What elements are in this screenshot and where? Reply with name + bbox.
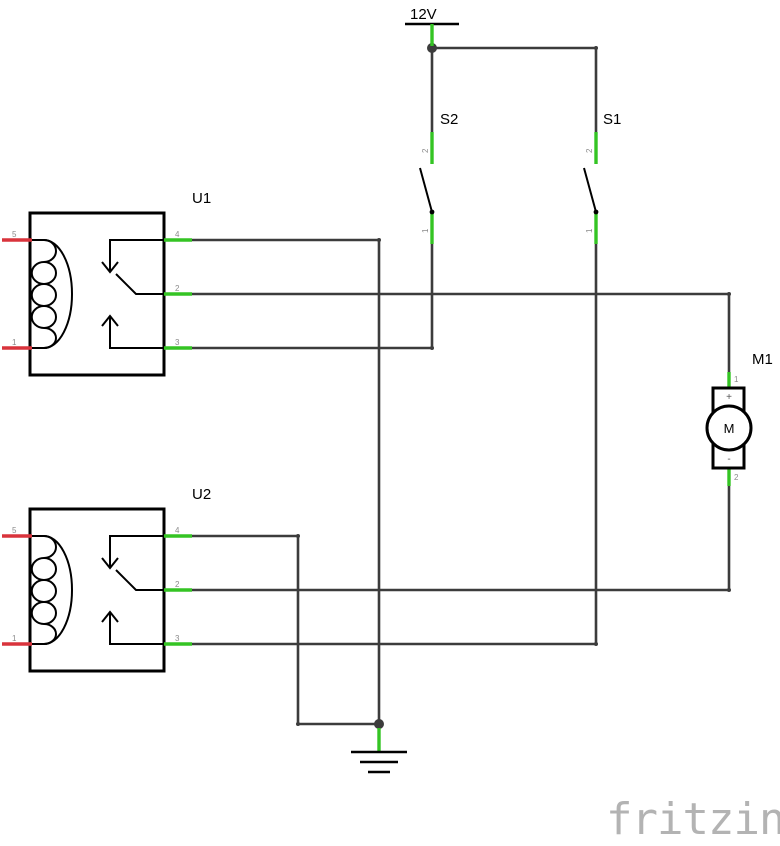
relay-u1-label: U1 — [192, 190, 211, 207]
junctions — [296, 43, 731, 729]
switch-s2-pin1-number: 1 — [421, 228, 430, 233]
junction-corner — [296, 534, 300, 538]
junction-corner — [727, 292, 731, 296]
relay-u2-pin3-number: 3 — [175, 634, 180, 643]
junction-corner — [594, 46, 598, 50]
power-supply-12v[interactable]: 12V — [405, 6, 459, 46]
switch-s2-label: S2 — [440, 111, 458, 128]
relay-u2[interactable]: U2 5 1 4 2 3 — [2, 486, 211, 673]
relay-u1-coil-icon — [30, 239, 73, 349]
junction-corner — [430, 346, 434, 350]
relay-u2-coil-icon — [30, 535, 73, 645]
wires — [188, 46, 731, 732]
switch-s2[interactable]: S2 2 1 — [419, 111, 458, 244]
motor-m1-rotor — [705, 404, 753, 452]
junction-corner — [594, 642, 598, 646]
relay-u2-pin1-number: 1 — [12, 634, 17, 643]
junction-corner — [727, 588, 731, 592]
switch-s1-pin1-number: 1 — [585, 228, 594, 233]
relay-u1-pin1-number: 1 — [12, 338, 17, 347]
junction-corner — [296, 722, 300, 726]
fritzing-logo: fritzing — [606, 794, 780, 845]
switch-s2-pin2-number: 2 — [421, 148, 430, 153]
relay-u2-label: U2 — [192, 486, 211, 503]
relay-u1[interactable]: U1 5 1 4 2 3 — [2, 190, 211, 377]
relay-u2-contacts-icon — [101, 535, 164, 645]
switch-s1-label: S1 — [603, 111, 621, 128]
relay-u1-pin4-number: 4 — [175, 230, 180, 239]
junction-ground — [374, 719, 384, 729]
relay-u2-pin4-number: 4 — [175, 526, 180, 535]
switch-s1-pin2-number: 2 — [585, 148, 594, 153]
motor-m1-symbol: M — [724, 421, 735, 436]
switch-s2-pivot — [429, 209, 435, 215]
switch-s1-lever — [583, 167, 597, 213]
power-label: 12V — [410, 6, 437, 23]
motor-m1-plus: + — [726, 392, 732, 403]
motor-m1-pin2-number: 2 — [734, 473, 739, 482]
motor-m1-minus: - — [727, 454, 730, 465]
relay-u1-pin3-number: 3 — [175, 338, 180, 347]
junction-corner — [377, 238, 381, 242]
relay-u2-pin2-number: 2 — [175, 580, 180, 589]
switch-s1[interactable]: S1 2 1 — [583, 111, 621, 244]
junction-12v — [427, 43, 437, 53]
relay-u2-pin5-number: 5 — [12, 526, 17, 535]
switch-s1-pivot — [593, 209, 599, 215]
motor-m1[interactable]: M1 1 2 M + - — [705, 351, 773, 486]
relay-u1-contacts-icon — [101, 239, 164, 349]
switch-s2-lever — [419, 167, 433, 213]
relay-u1-pin2-number: 2 — [175, 284, 180, 293]
motor-m1-pin1-number: 1 — [734, 375, 739, 384]
ground-icon[interactable] — [351, 728, 407, 774]
motor-m1-label: M1 — [752, 351, 773, 368]
relay-u1-pin5-number: 5 — [12, 230, 17, 239]
